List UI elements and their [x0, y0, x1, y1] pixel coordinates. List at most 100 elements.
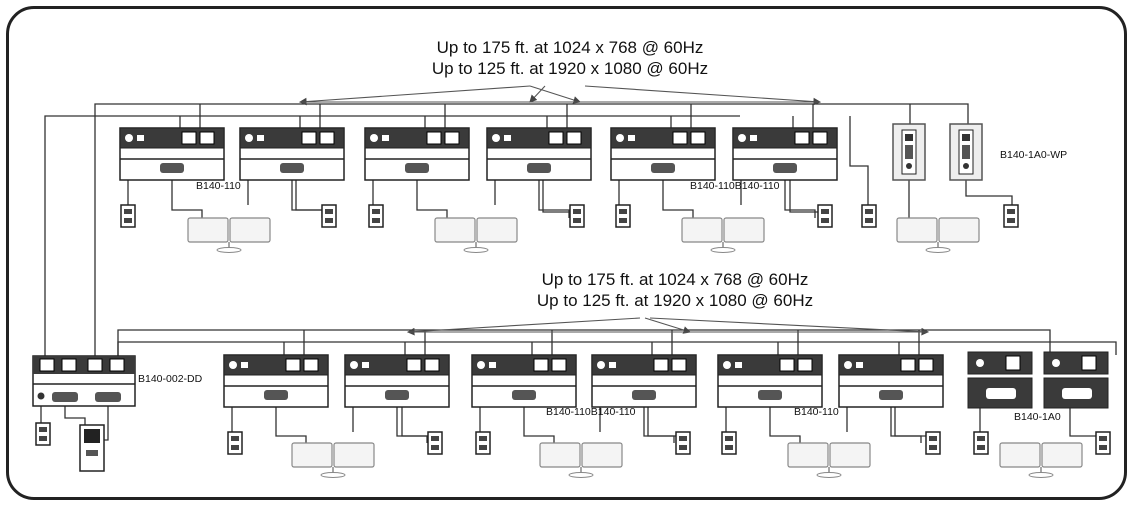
- outlet-socket: [929, 436, 937, 441]
- vga-port-icon: [879, 390, 903, 400]
- receiver-top-panel: [344, 354, 450, 376]
- receiver-top-panel: [486, 127, 592, 149]
- rj45-port-icon: [794, 131, 810, 145]
- bottom-receiver-3: [471, 354, 577, 408]
- monitor-screen: [829, 442, 871, 468]
- audio-jack-icon: [856, 362, 863, 368]
- bottom-note-line-2: Up to 125 ft. at 1920 x 1080 @ 60Hz: [536, 291, 814, 310]
- rj45-port-icon: [444, 131, 460, 145]
- receiver-top-panel: [119, 127, 225, 149]
- audio-jack-icon: [906, 163, 912, 169]
- top-wall-outlet-7: [861, 204, 877, 228]
- distance-arrow: [529, 85, 582, 104]
- distance-arrow: [584, 85, 822, 106]
- monitor-screen: [291, 442, 333, 468]
- receiver-top-panel: [223, 354, 329, 376]
- rj45-port-icon: [199, 131, 215, 145]
- cable-line: [117, 341, 1117, 356]
- outlet-socket: [231, 445, 239, 450]
- rj45-port-icon: [1005, 355, 1021, 371]
- receiver-top-panel: [591, 354, 697, 376]
- top-distance-note: Up to 175 ft. at 1024 x 768 @ 60Hz Up to…: [400, 37, 740, 79]
- vga-port-icon: [385, 390, 409, 400]
- power-jack-icon: [616, 134, 624, 142]
- vga-port-icon: [962, 145, 970, 159]
- receiver-top-panel: [732, 127, 838, 149]
- monitor-screen: [896, 217, 938, 243]
- rj45-port-icon: [406, 358, 422, 372]
- top-receiver-6: [732, 127, 838, 181]
- cable-lines: [40, 103, 1117, 443]
- outlet-socket: [573, 209, 581, 214]
- outlet-socket: [865, 218, 873, 223]
- outlet-socket: [1007, 218, 1015, 223]
- power-jack-icon: [350, 361, 358, 369]
- bottom-wall-outlet-2: [427, 431, 443, 455]
- rj45-port-icon: [533, 358, 549, 372]
- outlet-socket: [821, 218, 829, 223]
- top-wall-outlet-1: [120, 204, 136, 228]
- vga-port-icon: [405, 163, 429, 173]
- monitor-base: [463, 247, 489, 253]
- outlet-plate: [973, 431, 989, 455]
- monitor-screen: [229, 217, 271, 243]
- top-note-line-1: Up to 175 ft. at 1024 x 768 @ 60Hz: [436, 38, 704, 57]
- top-wallplate-receiver-1: [892, 123, 926, 181]
- power-jack-icon: [844, 361, 852, 369]
- power-jack-icon: [370, 134, 378, 142]
- vga-port-icon: [527, 163, 551, 173]
- rj45-port-icon: [672, 131, 688, 145]
- outlet-socket: [619, 218, 627, 223]
- rj45-port-icon: [690, 131, 706, 145]
- monitor-screen: [333, 442, 375, 468]
- bottom-monitors-4: [999, 442, 1083, 478]
- distance-arrow: [298, 85, 531, 106]
- bottom-wall-outlet-5: [721, 431, 737, 455]
- power-jack-icon: [125, 134, 133, 142]
- outlet-socket: [725, 436, 733, 441]
- power-jack-icon: [229, 361, 237, 369]
- top-receiver-4: [486, 127, 592, 181]
- audio-jack-icon: [382, 135, 389, 141]
- power-jack-icon: [477, 361, 485, 369]
- monitor-screen: [187, 217, 229, 243]
- top-wall-outlet-4: [569, 204, 585, 228]
- outlet-socket: [39, 436, 47, 441]
- outlet-plate: [120, 204, 136, 228]
- label-b140-1a0-wp: B140-1A0-WP: [1000, 149, 1068, 161]
- power-jack-icon: [723, 361, 731, 369]
- label-b140-002-dd: B140-002-DD: [138, 373, 203, 385]
- bottom-receiver-1: [223, 354, 329, 408]
- rj45-port-icon: [87, 358, 103, 372]
- power-jack-icon: [37, 392, 45, 400]
- bottom-wall-outlet-7: [973, 431, 989, 455]
- power-jack-icon: [492, 134, 500, 142]
- outlet-socket: [929, 445, 937, 450]
- diagram-frame: [6, 6, 1127, 500]
- top-monitors-2: [434, 217, 518, 253]
- outlet-plate: [475, 431, 491, 455]
- power-jack-icon: [976, 359, 984, 367]
- bottom-receiver-5: [717, 354, 823, 408]
- rj45-port-icon: [566, 131, 582, 145]
- devices: [32, 123, 1111, 478]
- outlet-socket: [325, 209, 333, 214]
- cable-line: [117, 329, 1051, 356]
- audio-jack-icon: [609, 362, 616, 368]
- top-monitors-3: [681, 217, 765, 253]
- monitor-screen: [1041, 442, 1083, 468]
- bottom-note-line-1: Up to 175 ft. at 1024 x 768 @ 60Hz: [541, 270, 809, 289]
- bottom-wall-outlet-1: [227, 431, 243, 455]
- b140-1a0-unit-2: [1043, 351, 1109, 409]
- vga-port-icon: [512, 390, 536, 400]
- unit-bottom: [967, 377, 1033, 409]
- vga-port-icon: [632, 390, 656, 400]
- cable-line: [171, 180, 203, 218]
- outlet-plate: [35, 422, 51, 446]
- rj45-port-icon: [779, 358, 795, 372]
- cable-line: [44, 115, 740, 356]
- monitor-screen: [581, 442, 623, 468]
- outlet-socket: [679, 445, 687, 450]
- receiver-top-panel: [364, 127, 470, 149]
- label-b140-110-top: B140-110: [196, 180, 241, 192]
